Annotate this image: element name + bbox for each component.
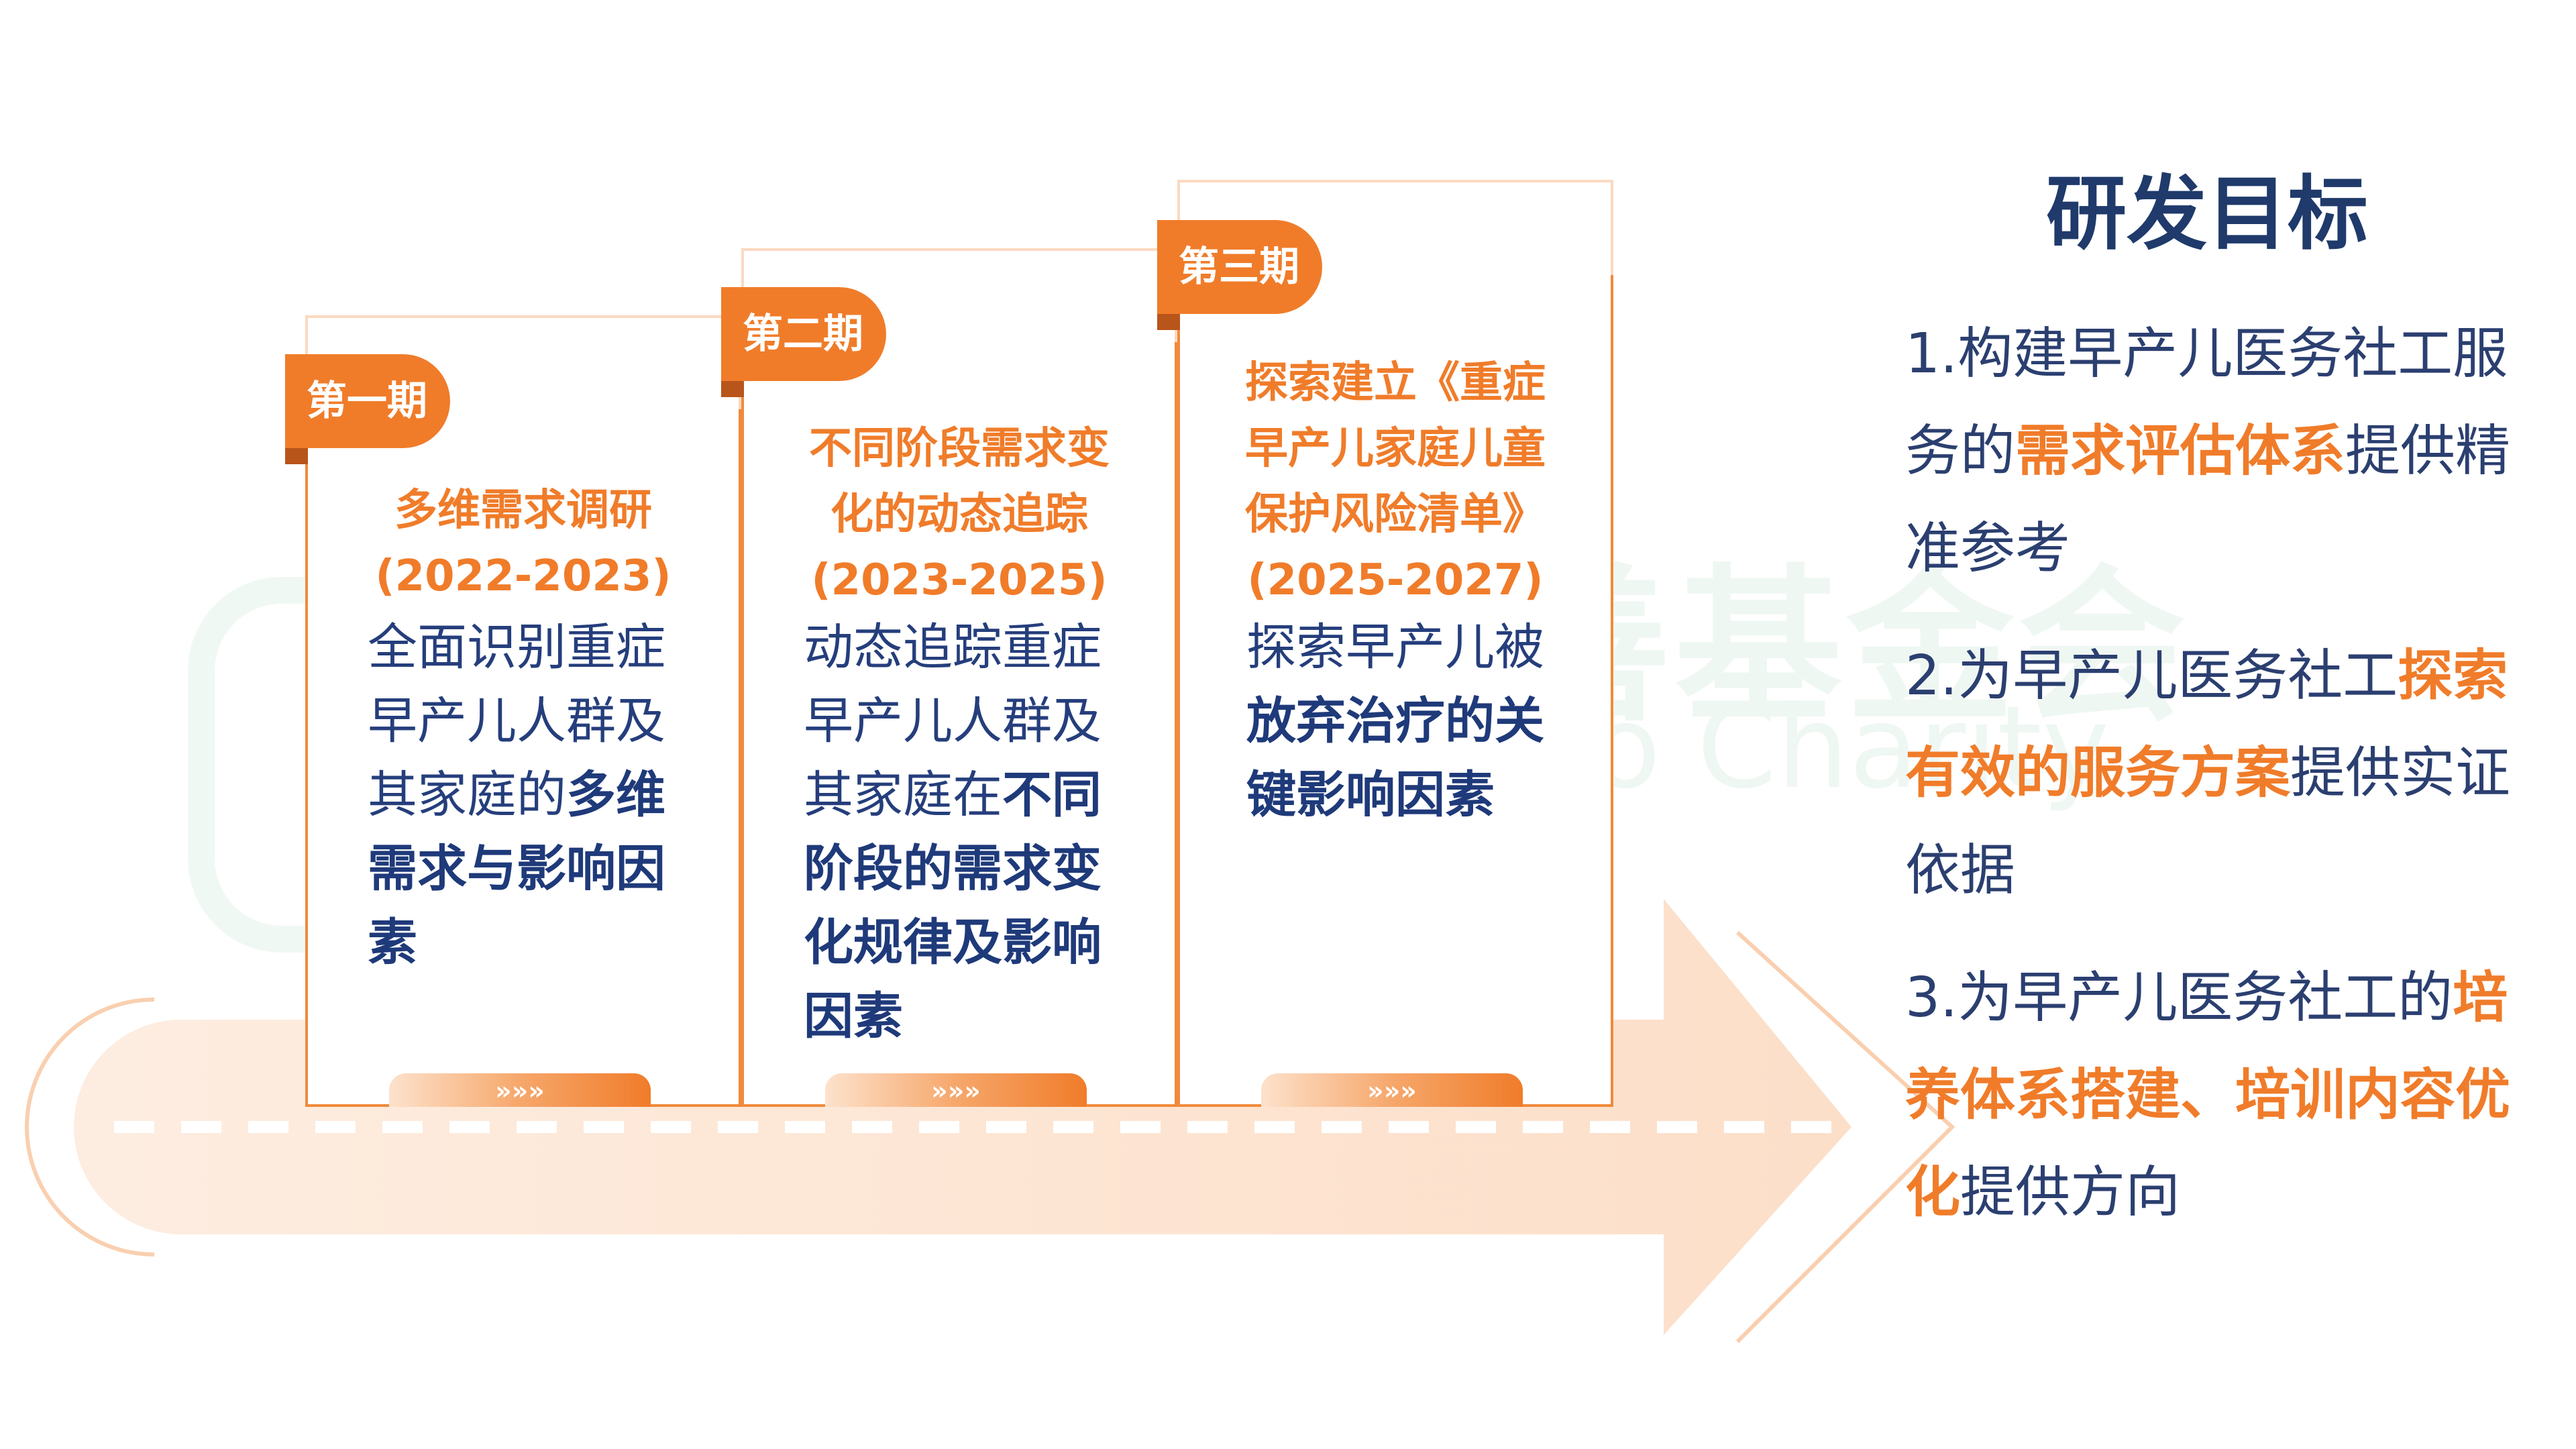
- goals-title: 研发目标: [2046, 168, 2368, 261]
- goal-item-3: 3.为早产儿医务社工的培养体系搭建、培训内容优化提供方向: [1905, 949, 2563, 1241]
- phase-badge-3: 第三期: [1157, 220, 1322, 314]
- goal-item-1: 1.构建早产儿医务社工服务的需求评估体系提供精准参考: [1905, 305, 2563, 597]
- phase-1-pill: »»»: [389, 1073, 651, 1107]
- phase-card-3: [1177, 275, 1613, 1107]
- phase-badge-2: 第二期: [721, 287, 886, 381]
- goal-item-2: 2.为早产儿医务社工探索有效的服务方案提供实证依据: [1905, 627, 2563, 919]
- goal-1-prefix: 1.构建早产儿医务社工服务的: [1905, 322, 2508, 483]
- goal-3-highlight: 培养体系搭建、培训内容优化: [1905, 966, 2511, 1224]
- goal-1-suffix: 提供精准参考: [1905, 419, 2511, 580]
- arrow-tail-arc: [25, 998, 155, 1256]
- goal-2-highlight: 探索有效的服务方案: [1905, 644, 2508, 805]
- phase-2-title: 不同阶段需求变 化的动态追踪 (2023-2025): [809, 424, 1110, 605]
- arrow-body: [74, 899, 1851, 1335]
- phase-1-body: 全面识别重症早产儿人群及其家庭的多维需求与影响因素: [368, 619, 665, 971]
- phase-badge-1: 第一期: [285, 354, 450, 448]
- phase-card-2: [741, 342, 1177, 1107]
- phase-2-body: 动态追踪重症早产儿人群及其家庭在不同阶段的需求变化规律及影响因素: [804, 619, 1102, 1045]
- goal-2-prefix: 2.为早产儿医务社工: [1905, 644, 2398, 708]
- goal-2-suffix: 提供实证依据: [1905, 741, 2511, 902]
- goal-1-highlight: 需求评估体系: [2015, 419, 2346, 483]
- phase-3-pill: »»»: [1261, 1073, 1523, 1107]
- arrow-outline: [1735, 930, 1955, 1344]
- goal-3-suffix: 提供方向: [1960, 1161, 2181, 1224]
- phase-2-pill: »»»: [825, 1073, 1087, 1107]
- goal-3-prefix: 3.为早产儿医务社工的: [1905, 966, 2453, 1030]
- phase-3-body: 探索早产儿被放弃治疗的关键影响因素: [1246, 619, 1544, 824]
- phase-3-title: 探索建立《重症 早产儿家庭儿童 保护风险清单》 (2025-2027): [1245, 358, 1546, 605]
- phase-card-1: [305, 409, 741, 1107]
- phase-1-title: 多维需求调研 (2022-2023): [375, 486, 672, 601]
